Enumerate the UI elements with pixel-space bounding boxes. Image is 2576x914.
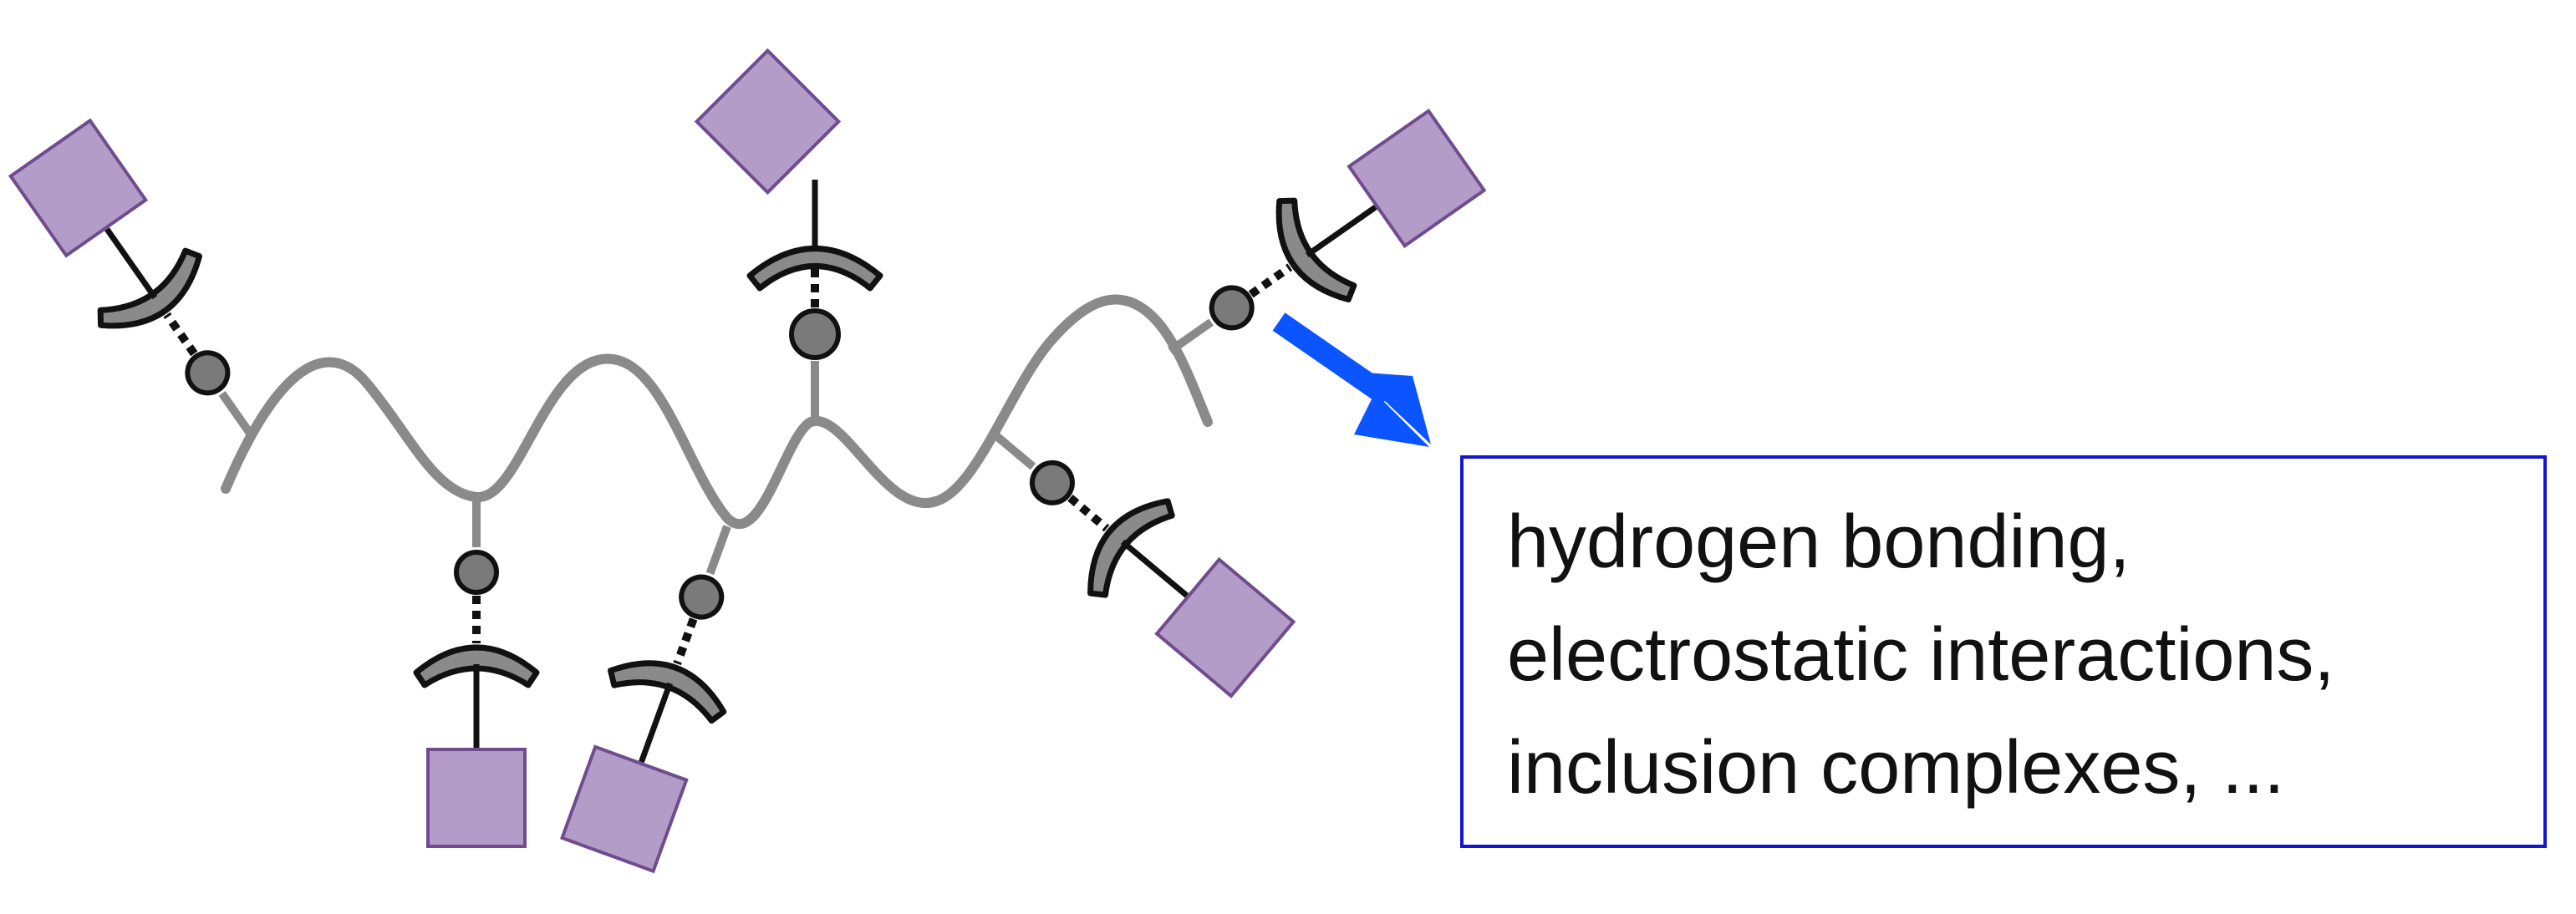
- supramolecular-unit-5: [551, 505, 783, 875]
- interaction-line-3: inclusion complexes, ...: [1507, 726, 2285, 810]
- supramolecular-unit-4: [416, 497, 537, 846]
- supramolecular-unit-2: [694, 48, 883, 418]
- supramolecular-unit-1: [1, 114, 300, 469]
- blue-arrow-icon: [1272, 312, 1431, 447]
- supramolecular-unit-6: [956, 388, 1301, 705]
- interaction-line-2: electrostatic interactions,: [1507, 613, 2335, 697]
- polymer-backbone: [221, 294, 1213, 529]
- interaction-types-box: hydrogen bonding, electrostatic interact…: [1460, 455, 2547, 848]
- interaction-line-1: hydrogen bonding,: [1507, 500, 2131, 584]
